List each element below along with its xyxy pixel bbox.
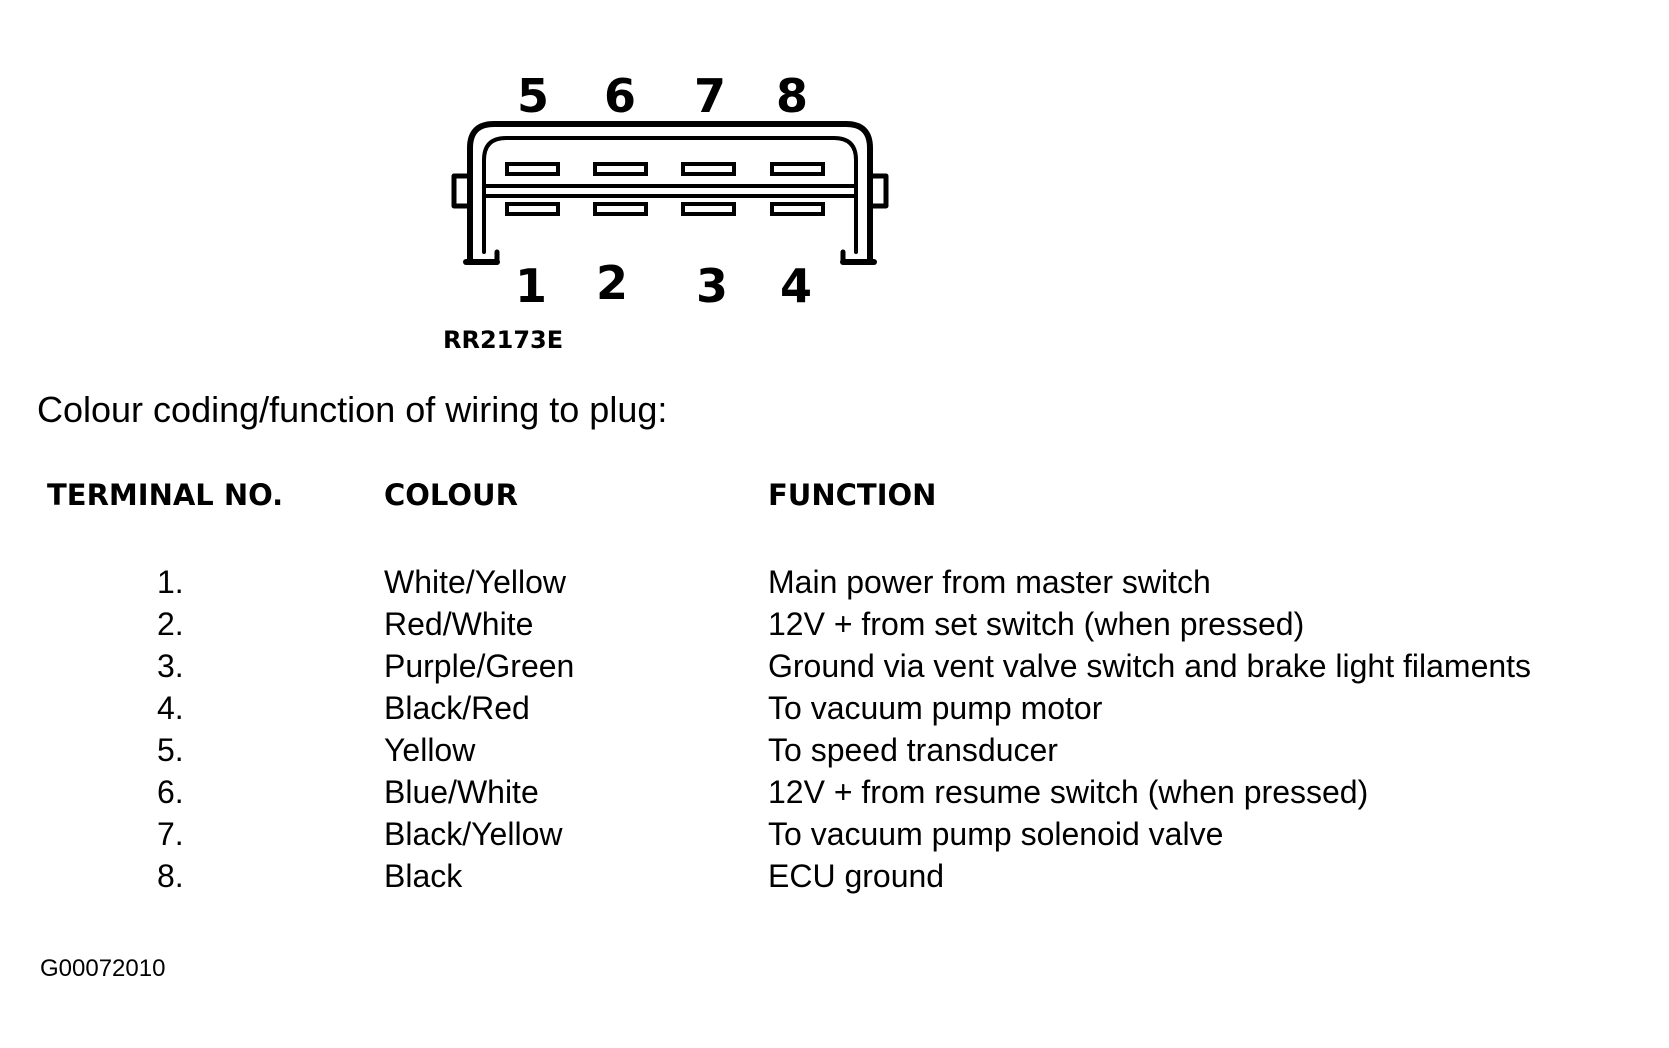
wire-colour: Purple/Green: [384, 648, 575, 684]
wire-function: 12V + from set switch (when pressed): [768, 606, 1305, 642]
table-row: 5. Yellow To speed transducer: [0, 729, 1669, 771]
wire-function: To vacuum pump solenoid valve: [768, 816, 1224, 852]
terminal-slot-1: [505, 202, 560, 216]
pin-label-7: 7: [694, 69, 726, 123]
pin-label-2: 2: [596, 256, 628, 310]
terminal-number: 1.: [157, 564, 184, 600]
terminal-slot-6: [593, 162, 648, 176]
wire-colour: Black: [384, 858, 463, 894]
wire-colour: Red/White: [384, 606, 534, 642]
wire-function: Ground via vent valve switch and brake l…: [768, 648, 1532, 684]
terminal-slot-2: [593, 202, 648, 216]
terminal-number: 5.: [157, 732, 184, 768]
wire-colour: Black/Yellow: [384, 816, 563, 852]
wiring-table: 1. White/Yellow Main power from master s…: [0, 561, 1669, 897]
terminal-number: 6.: [157, 774, 184, 810]
wire-colour: Yellow: [384, 732, 476, 768]
part-code: RR2173E: [443, 326, 563, 354]
terminal-slot-3: [681, 202, 736, 216]
terminal-number: 4.: [157, 690, 184, 726]
terminal-slot-4: [770, 202, 825, 216]
pin-label-5: 5: [517, 69, 549, 123]
table-row: 8. Black ECU ground: [0, 855, 1669, 897]
connector-diagram: 5 6 7 8 1 2 3 4 RR2173E: [443, 69, 889, 354]
pin-label-1: 1: [515, 259, 547, 313]
header-function: FUNCTION: [768, 478, 937, 512]
figure-id: G00072010: [40, 955, 166, 982]
terminal-number: 8.: [157, 858, 184, 894]
table-row: 2. Red/White 12V + from set switch (when…: [0, 603, 1669, 645]
wire-colour: Blue/White: [384, 774, 539, 810]
wire-function: To speed transducer: [768, 732, 1058, 768]
wire-function: To vacuum pump motor: [768, 690, 1103, 726]
table-row: 4. Black/Red To vacuum pump motor: [0, 687, 1669, 729]
table-row: 6. Blue/White 12V + from resume switch (…: [0, 771, 1669, 813]
terminal-slot-8: [770, 162, 825, 176]
pin-label-3: 3: [696, 259, 728, 313]
header-terminal-no: TERMINAL NO.: [47, 478, 284, 512]
pin-label-6: 6: [604, 69, 636, 123]
table-row: 7. Black/Yellow To vacuum pump solenoid …: [0, 813, 1669, 855]
wire-function: 12V + from resume switch (when pressed): [768, 774, 1369, 810]
wire-function: Main power from master switch: [768, 564, 1211, 600]
wire-colour: Black/Red: [384, 690, 530, 726]
terminal-slot-5: [505, 162, 560, 176]
terminal-slot-7: [681, 162, 736, 176]
terminal-slots-top: [505, 162, 825, 176]
table-row: 3. Purple/Green Ground via vent valve sw…: [0, 645, 1669, 687]
header-colour: COLOUR: [384, 478, 518, 512]
pin-label-4: 4: [780, 259, 812, 313]
table-row: 1. White/Yellow Main power from master s…: [0, 561, 1669, 603]
terminal-number: 2.: [157, 606, 184, 642]
terminal-number: 3.: [157, 648, 184, 684]
wiring-caption: Colour coding/function of wiring to plug…: [37, 389, 668, 430]
wire-colour: White/Yellow: [384, 564, 567, 600]
connector-housing: [451, 121, 889, 265]
terminal-number: 7.: [157, 816, 184, 852]
pin-label-8: 8: [776, 69, 808, 123]
wire-function: ECU ground: [768, 858, 945, 894]
terminal-slots-bottom: [505, 202, 825, 216]
